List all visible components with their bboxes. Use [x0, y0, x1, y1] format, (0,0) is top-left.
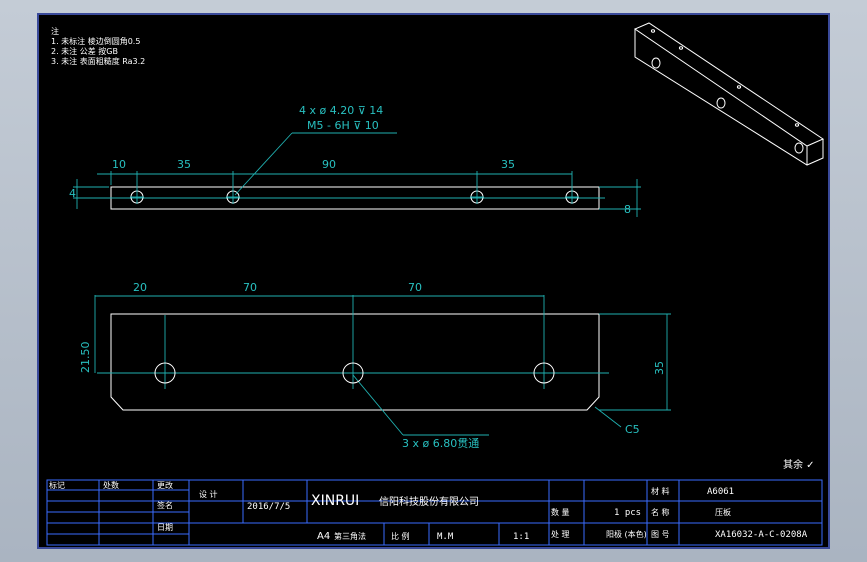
company-en: XINRUI — [311, 493, 359, 509]
title-block: 标记 处数 更改 签名 日期 设 计 2016/7/5 XINRUI 信阳科技股… — [46, 479, 823, 546]
unit: M.M — [437, 532, 454, 542]
dim-top-height-right: 8 — [624, 203, 631, 216]
drawing-sheet: 注 1. 未标注 棱边倒圆角0.5 2. 未注 公差 按GB 3. 未注 表面粗… — [37, 13, 830, 549]
front-view-holes — [154, 362, 555, 384]
notes-title: 注 — [51, 26, 59, 36]
designer-label: 设 计 — [199, 489, 218, 499]
finish-value: 阳极 (本色) — [606, 529, 647, 539]
material-label: 材 料 — [651, 486, 670, 496]
drawing-no-label: 图 号 — [651, 530, 670, 539]
cad-drawing: 注 1. 未标注 棱边倒圆角0.5 2. 未注 公差 按GB 3. 未注 表面粗… — [46, 22, 825, 546]
dim-front-20: 20 — [133, 281, 147, 294]
paper-size: A4 — [317, 531, 330, 542]
top-view-dimensions — [73, 132, 641, 217]
dim-top-35b: 35 — [501, 158, 515, 171]
notes-block: 注 1. 未标注 棱边倒圆角0.5 2. 未注 公差 按GB 3. 未注 表面粗… — [51, 26, 145, 66]
top-view-holes — [130, 190, 579, 204]
dim-top-10: 10 — [112, 158, 126, 171]
dim-top-height-left: 4 — [69, 187, 76, 200]
dim-front-70a: 70 — [243, 281, 257, 294]
isometric-view — [633, 22, 825, 166]
drawing-date: 2016/7/5 — [247, 502, 290, 512]
rev-header-1: 标记 — [49, 480, 65, 490]
finish-label: 处 理 — [551, 529, 570, 539]
hole-callout-top-1: 4 x ø 4.20 ⊽ 14 — [299, 104, 383, 117]
company-cn: 信阳科技股份有限公司 — [379, 495, 479, 508]
projection-method: 第三角法 — [334, 531, 366, 541]
scale-label: 比 例 — [391, 531, 410, 541]
rev-header-3: 更改 — [157, 480, 173, 490]
dim-front-70b: 70 — [408, 281, 422, 294]
front-view: 20 70 70 21.50 35 3 x ø 6.80贯通 C5 — [79, 281, 671, 450]
dim-front-height-right: 35 — [653, 361, 666, 375]
dim-front-height-left: 21.50 — [79, 342, 92, 374]
chamfer-label: C5 — [625, 423, 640, 436]
material-value: A6061 — [707, 487, 734, 497]
dim-top-35a: 35 — [177, 158, 191, 171]
qty-value: 1 pcs — [614, 508, 641, 518]
part-name: 压板 — [715, 507, 731, 517]
hole-callout-front: 3 x ø 6.80贯通 — [402, 437, 479, 450]
drawing-number: XA16032-A-C-0208A — [715, 530, 808, 540]
qty-label: 数 量 — [551, 507, 570, 517]
note-line-3: 3. 未注 表面粗糙度 Ra3.2 — [51, 56, 145, 66]
name-label: 名 称 — [651, 507, 670, 517]
roughness-note: 其余 ✓ — [783, 458, 815, 471]
rev-header-2: 处数 — [103, 480, 119, 490]
rev-header-5: 日期 — [157, 523, 173, 532]
dim-top-90: 90 — [322, 158, 336, 171]
note-line-1: 1. 未标注 棱边倒圆角0.5 — [51, 36, 140, 46]
top-view: 10 35 90 35 4 8 4 x ø 4.20 ⊽ 14 M5 - 6H … — [69, 104, 641, 217]
note-line-2: 2. 未注 公差 按GB — [51, 46, 118, 56]
rev-header-4: 签名 — [157, 500, 173, 510]
scale-value: 1:1 — [513, 532, 529, 542]
hole-callout-top-2: M5 - 6H ⊽ 10 — [307, 119, 379, 132]
